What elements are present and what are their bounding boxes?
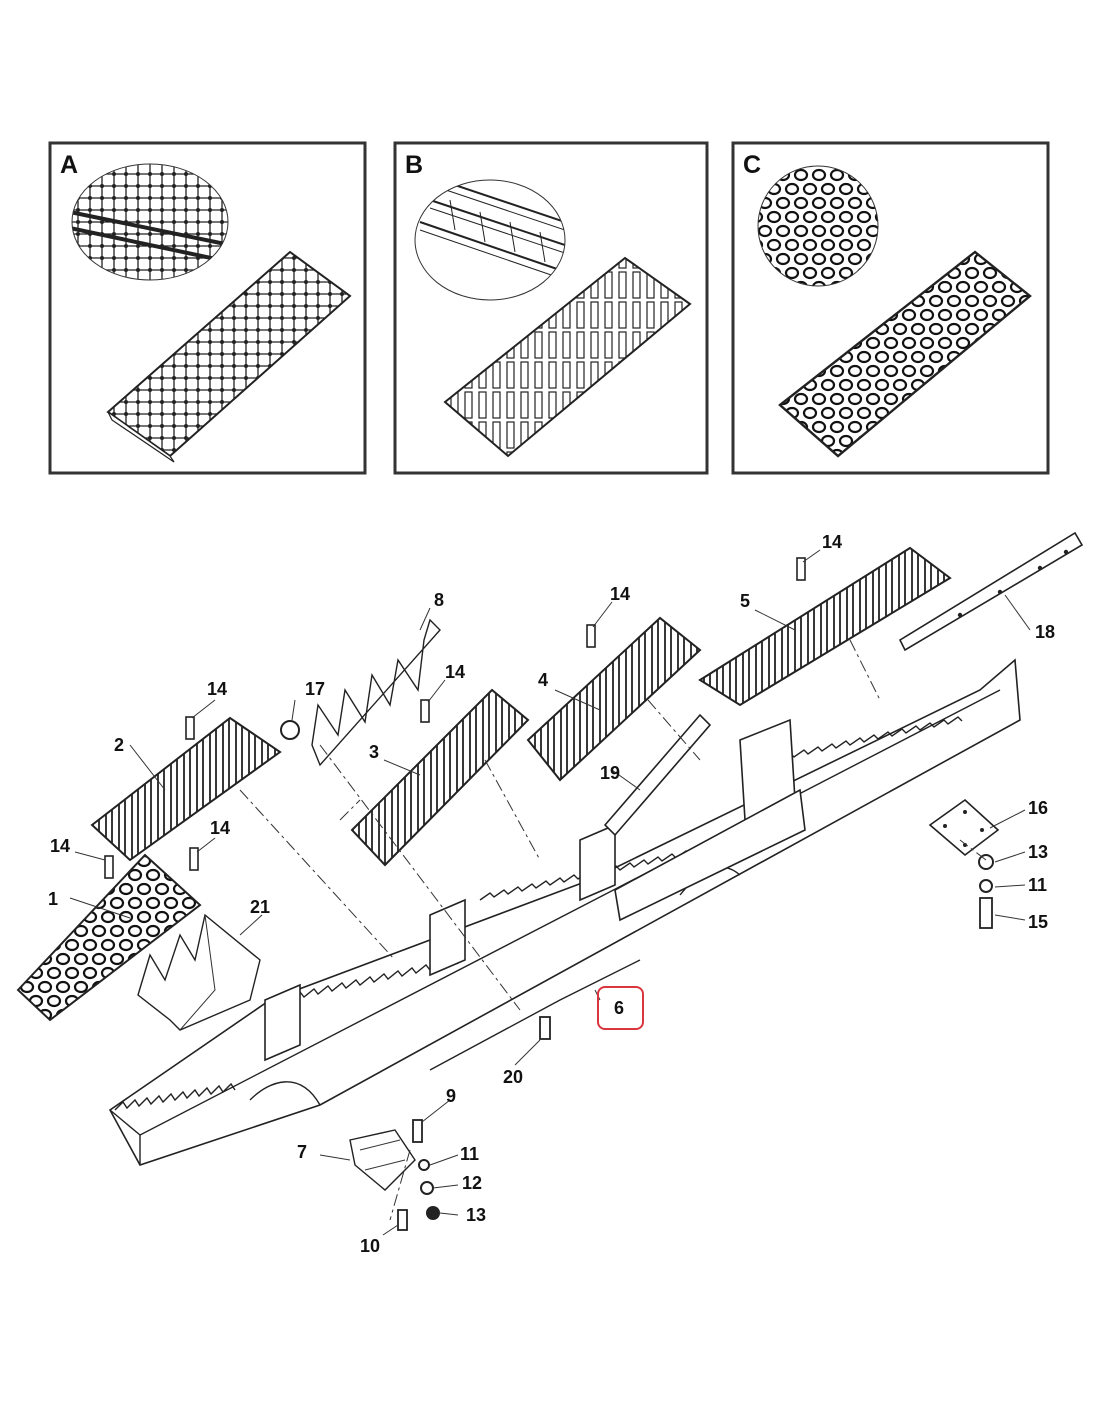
part-4-sieve [526, 616, 702, 782]
callout-8: 8 [434, 590, 444, 610]
callout-10: 10 [360, 1236, 380, 1256]
callout-11-lower: 11 [460, 1144, 479, 1164]
part-14-bolt-3 [586, 624, 596, 648]
callout-5: 5 [740, 591, 750, 611]
part-7-shield [349, 1129, 416, 1191]
main-frame-assembly [108, 658, 1021, 1166]
panel-letter-c: C [743, 151, 761, 179]
callout-21: 21 [250, 897, 270, 917]
callout-14-c: 14 [610, 584, 630, 604]
callout-6: 6 [614, 998, 624, 1018]
callout-13-right: 13 [1028, 842, 1048, 862]
callout-6-highlight [597, 986, 644, 1030]
part-14-bolt-6 [189, 847, 199, 871]
callout-14-f: 14 [210, 818, 230, 838]
part-17-nut [280, 720, 300, 740]
part-14-bolt-4 [796, 557, 806, 581]
callout-7: 7 [297, 1142, 307, 1162]
callout-12: 12 [462, 1173, 482, 1193]
part-1-sieve [16, 853, 202, 1022]
callout-14-e: 14 [50, 836, 70, 856]
part-11-washer-lower [418, 1159, 430, 1171]
part-18-bar [898, 531, 1084, 652]
part-19-bracket [603, 713, 712, 837]
panel-b-detail-circle [414, 179, 566, 301]
serrated-edge-lower [114, 1082, 236, 1111]
part-14-bolt-2 [420, 699, 430, 723]
callout-14-d: 14 [822, 532, 842, 552]
callout-labels: 1 2 3 4 5 6 7 8 9 10 11 11 12 13 13 14 1… [48, 532, 1055, 1256]
assembly-lines [239, 639, 987, 1221]
part-10-bolt [397, 1209, 408, 1231]
part-14-bolt-1 [185, 716, 195, 740]
callout-20: 20 [503, 1067, 523, 1087]
part-2-sieve [90, 716, 282, 862]
callout-16: 16 [1028, 798, 1048, 818]
callout-19: 19 [600, 763, 620, 783]
callout-15: 15 [1028, 912, 1048, 932]
serrated-edge-top [779, 716, 963, 761]
part-8-strip [311, 618, 441, 767]
callout-17: 17 [305, 679, 325, 699]
fasteners [104, 557, 994, 1231]
leader-lines [69, 549, 1031, 1236]
part-15-bolt [979, 897, 993, 929]
part-14-bolt-5 [104, 855, 114, 879]
panel-c-detail-circle [757, 165, 879, 287]
part-16-plate [928, 798, 1000, 857]
part-13-nut-lower [426, 1206, 440, 1220]
panel-a-sieve [106, 250, 352, 463]
part-9-bolt [412, 1119, 423, 1143]
panel-c: C [731, 141, 1050, 475]
part-13-nut [978, 854, 994, 870]
part-3-sieve [350, 688, 530, 867]
part-5-sieve [698, 546, 952, 707]
part-12-washer [420, 1181, 434, 1195]
callout-13-lower: 13 [466, 1205, 486, 1225]
callout-3: 3 [369, 742, 379, 762]
panel-letter-a: A [60, 151, 78, 179]
panel-a-detail-circle [71, 163, 229, 281]
callout-2: 2 [114, 735, 124, 755]
callout-1: 1 [48, 889, 58, 909]
panel-letter-b: B [405, 151, 423, 179]
part-21-bracket [137, 913, 261, 1031]
callout-14-a: 14 [207, 679, 227, 699]
callout-11-right: 11 [1028, 875, 1047, 895]
panel-b: B [393, 141, 709, 475]
callout-9: 9 [446, 1086, 456, 1106]
part-11-washer [979, 879, 993, 893]
callout-18: 18 [1035, 622, 1055, 642]
panel-c-sieve [778, 250, 1032, 458]
panel-b-sieve [443, 256, 692, 458]
callout-14-b: 14 [445, 662, 465, 682]
callout-4: 4 [538, 670, 548, 690]
panel-a: A [48, 141, 367, 475]
part-20-bolt [539, 1016, 551, 1040]
